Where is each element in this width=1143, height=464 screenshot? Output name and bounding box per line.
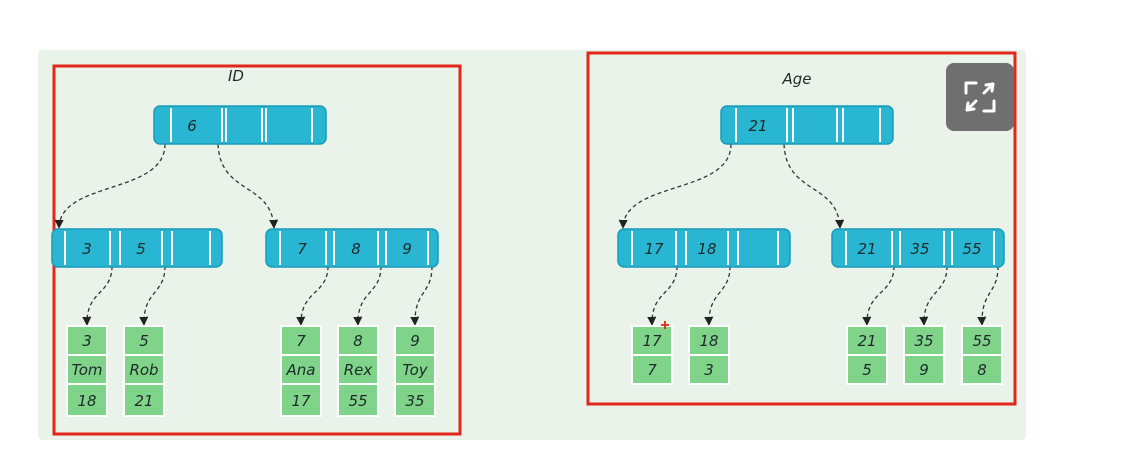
leaf-value: 21	[134, 392, 153, 410]
highlight-frame-age	[586, 51, 1017, 406]
edge-to-leaf	[410, 265, 433, 326]
node-key: 21	[857, 240, 876, 258]
root-node-age: 21	[720, 105, 894, 145]
leaf-value: Ana	[286, 361, 316, 379]
leaf-value: 55	[972, 332, 991, 350]
node-key: 8	[351, 240, 361, 258]
leaf-value: 17	[642, 332, 662, 350]
leaf-value: 35	[914, 332, 933, 350]
leaf-value: 3	[704, 361, 714, 379]
leaf-value: 9	[919, 361, 929, 379]
leaf-record: 8 Rex 55	[337, 325, 379, 417]
expand-icon	[964, 81, 996, 113]
leaf-value: 7	[647, 361, 657, 379]
leaf-value: Tom	[71, 361, 102, 379]
leaf-value: 55	[348, 392, 367, 410]
edge-to-leaf	[704, 265, 731, 326]
cursor-cross-icon	[661, 321, 669, 329]
internal-node-right-age: 21 35 55	[831, 228, 1005, 268]
leaf-value: Rob	[129, 361, 158, 379]
node-key: 6	[187, 117, 197, 135]
tree-age: Age 21 17 18	[586, 51, 1017, 406]
tree-title-age: Age	[781, 70, 811, 88]
leaf-record: 55 8	[961, 325, 1003, 385]
leaf-record: 18 3	[688, 325, 730, 385]
edge-to-leaf	[296, 265, 329, 326]
edge-to-leaf	[353, 265, 382, 326]
edge-root-right	[217, 143, 279, 229]
leaf-record: 35 9	[903, 325, 945, 385]
internal-node-left-id: 3 5	[51, 228, 223, 268]
leaf-record: 17 7	[631, 325, 673, 385]
edge-root-left	[618, 143, 732, 229]
tree-id: ID 6 3 5	[51, 64, 462, 436]
node-key: 9	[402, 240, 412, 258]
leaf-record: 21 5	[846, 325, 888, 385]
tree-title-id: ID	[228, 67, 244, 85]
leaf-value: 3	[82, 332, 92, 350]
leaf-value: 7	[296, 332, 306, 350]
edge-to-leaf	[919, 265, 948, 326]
leaf-value: 5	[862, 361, 872, 379]
internal-node-right-id: 7 8 9	[265, 228, 439, 268]
leaf-record: 7 Ana 17	[280, 325, 322, 417]
node-key: 3	[82, 240, 92, 258]
leaf-record: 5 Rob 21	[123, 325, 165, 417]
edge-to-leaf	[139, 265, 166, 326]
edge-root-right	[783, 143, 845, 229]
internal-node-left-age: 17 18	[617, 228, 791, 268]
leaf-value: 17	[291, 392, 311, 410]
edge-root-left	[54, 143, 166, 229]
root-node-id: 6	[153, 105, 327, 145]
leaf-value: 9	[410, 332, 420, 350]
leaf-value: 18	[699, 332, 718, 350]
edge-to-leaf	[862, 265, 895, 326]
node-key: 7	[297, 240, 307, 258]
node-key: 18	[697, 240, 716, 258]
leaf-value: 35	[405, 392, 424, 410]
leaf-record: 9 Toy 35	[394, 325, 436, 417]
node-key: 21	[748, 117, 767, 135]
node-key: 35	[910, 240, 929, 258]
leaf-value: Rex	[344, 361, 373, 379]
leaf-value: 8	[977, 361, 987, 379]
edge-to-leaf	[977, 265, 999, 326]
node-key: 5	[136, 240, 146, 258]
expand-button[interactable]	[946, 63, 1014, 131]
node-key: 55	[962, 240, 981, 258]
edge-to-leaf	[82, 265, 113, 326]
leaf-value: Toy	[402, 361, 428, 379]
leaf-value: 8	[353, 332, 363, 350]
leaf-value: 5	[139, 332, 149, 350]
edge-to-leaf	[647, 265, 678, 326]
node-key: 17	[644, 240, 664, 258]
leaf-value: 18	[77, 392, 96, 410]
leaf-value: 21	[857, 332, 876, 350]
leaf-record: 3 Tom 18	[66, 325, 108, 417]
